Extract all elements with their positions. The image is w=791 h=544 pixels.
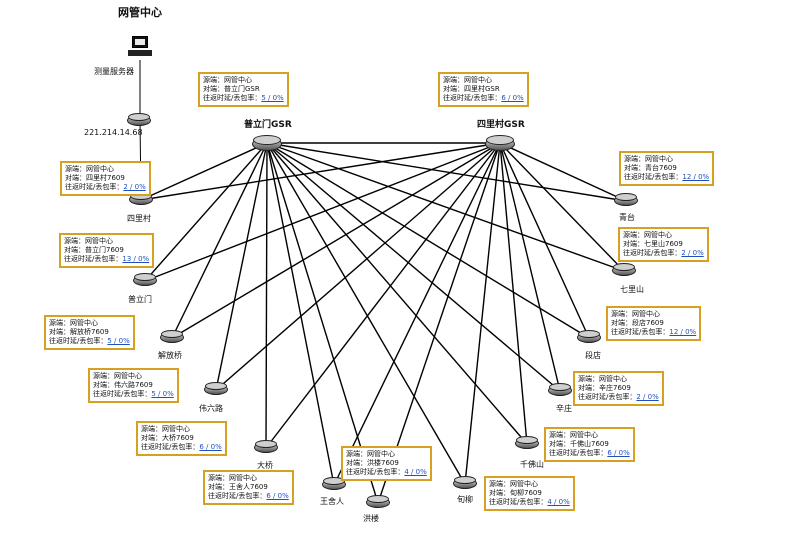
link-c1-n10 xyxy=(266,142,561,392)
link-c2-n3 xyxy=(171,142,501,339)
router-n4[interactable] xyxy=(204,382,228,397)
node-label-n3: 解放桥 xyxy=(158,351,182,360)
link-c2-n4 xyxy=(215,142,501,391)
info-box-n10: 源端：网管中心对端：辛庄7609 往返时延/丢包率：2 / 0% xyxy=(573,371,664,406)
node-label-n4: 伟六路 xyxy=(199,404,223,413)
router-n9[interactable] xyxy=(515,436,539,451)
node-label-n8: 旬柳 xyxy=(457,495,473,504)
link-c1-n1 xyxy=(140,142,268,201)
link-c1-n3 xyxy=(171,142,268,339)
node-label-n10: 辛庄 xyxy=(556,404,572,413)
metric-link[interactable]: 6 / 0% xyxy=(607,449,630,457)
link-c1-n2 xyxy=(144,142,268,282)
metric-link[interactable]: 2 / 0% xyxy=(681,249,704,257)
router-n7[interactable] xyxy=(366,495,390,510)
server-icon xyxy=(128,36,152,58)
metric-link[interactable]: 4 / 0% xyxy=(404,468,427,476)
node-label-n7: 洪楼 xyxy=(363,514,379,523)
node-label-n6: 王舍人 xyxy=(320,497,344,506)
page-title: 网管中心 xyxy=(118,6,162,19)
router-n3[interactable] xyxy=(160,330,184,345)
link-c2-n12 xyxy=(499,142,625,272)
metric-link[interactable]: 2 / 0% xyxy=(636,393,659,401)
metric-link[interactable]: 2 / 0% xyxy=(123,183,146,191)
info-box-n9: 源端：网管中心对端：千佛山7609 往返时延/丢包率：6 / 0% xyxy=(544,427,635,462)
core-router-c2[interactable] xyxy=(485,135,515,153)
link-c1-n6 xyxy=(266,142,335,486)
server-label: 测量服务器 xyxy=(94,67,134,76)
info-box-n6: 源端：网管中心对端：王舍人7609 往返时延/丢包率：6 / 0% xyxy=(203,470,294,505)
metric-link[interactable]: 5 / 0% xyxy=(107,337,130,345)
core-router-c1[interactable] xyxy=(252,135,282,153)
link-c2-n6 xyxy=(333,142,501,486)
metric-link[interactable]: 6 / 0% xyxy=(199,443,222,451)
info-box-n7: 源端：网管中心对端：洪楼7609 往返时延/丢包率：4 / 0% xyxy=(341,446,432,481)
link-c1-n12 xyxy=(266,142,625,272)
link-c2-n2 xyxy=(144,142,501,282)
metric-link[interactable]: 5 / 0% xyxy=(151,390,174,398)
metric-link[interactable]: 12 / 0% xyxy=(669,328,697,336)
metric-link[interactable]: 12 / 0% xyxy=(682,173,710,181)
link-c2-n5 xyxy=(265,142,501,449)
link-c2-n7 xyxy=(377,142,501,504)
metric-link[interactable]: 13 / 0% xyxy=(122,255,150,263)
link-c1-n8 xyxy=(266,142,466,485)
router-n12[interactable] xyxy=(612,263,636,278)
link-c1-n4 xyxy=(215,142,268,391)
info-box-n3: 源端：网管中心对端：解放桥7609 往返时延/丢包率：5 / 0% xyxy=(44,315,135,350)
metric-link[interactable]: 6 / 0% xyxy=(266,492,289,500)
info-box-n13: 源端：网管中心对端：青台7609 往返时延/丢包率：12 / 0% xyxy=(619,151,715,186)
link-c1-n13 xyxy=(266,142,627,202)
node-label-n12: 七里山 xyxy=(620,285,644,294)
link-c1-n9 xyxy=(266,142,528,445)
info-box-n12: 源端：网管中心对端：七里山7609 往返时延/丢包率：2 / 0% xyxy=(618,227,709,262)
core-label-c2: 四里村GSR xyxy=(477,120,525,130)
router-n2[interactable] xyxy=(133,273,157,288)
link-c2-n11 xyxy=(499,142,590,339)
router-n10[interactable] xyxy=(548,383,572,398)
router-n8[interactable] xyxy=(453,476,477,491)
info-box-n4: 源端：网管中心对端：伟六路7609 往返时延/丢包率：5 / 0% xyxy=(88,368,179,403)
link-c2-n10 xyxy=(499,142,561,392)
router-n5[interactable] xyxy=(254,440,278,455)
info-box-n11: 源端：网管中心对端：段店7609 往返时延/丢包率：12 / 0% xyxy=(606,306,702,341)
node-label-n13: 青台 xyxy=(619,213,635,222)
link-c2-n9 xyxy=(499,142,528,445)
core-label-c1: 普立门GSR xyxy=(244,120,292,130)
node-label-n2: 普立门 xyxy=(128,295,152,304)
router-n11[interactable] xyxy=(577,330,601,345)
info-box-c2: 源端：网管中心对端：四里村GSR 往返时延/丢包率：6 / 0% xyxy=(438,72,529,107)
gateway-router-icon[interactable] xyxy=(127,113,151,128)
node-label-n5: 大桥 xyxy=(257,461,273,470)
info-box-n5: 源端：网管中心对端：大桥7609 往返时延/丢包率：6 / 0% xyxy=(136,421,227,456)
link-c1-n5 xyxy=(265,142,268,449)
link-c2-n8 xyxy=(464,142,501,485)
node-label-n1: 四里村 xyxy=(127,214,151,223)
server-ip: 221.214.14.68 xyxy=(84,128,143,137)
info-box-n1: 源端：网管中心对端：四里村7609 往返时延/丢包率：2 / 0% xyxy=(60,161,151,196)
link-c2-n1 xyxy=(140,142,501,201)
metric-link[interactable]: 6 / 0% xyxy=(501,94,524,102)
metric-link[interactable]: 5 / 0% xyxy=(261,94,284,102)
info-box-n2: 源端：网管中心对端：普立门7609 往返时延/丢包率：13 / 0% xyxy=(59,233,155,268)
router-n6[interactable] xyxy=(322,477,346,492)
info-box-c1: 源端：网管中心对端：普立门GSR 往返时延/丢包率：5 / 0% xyxy=(198,72,289,107)
info-box-n8: 源端：网管中心对端：旬柳7609 往返时延/丢包率：4 / 0% xyxy=(484,476,575,511)
router-n13[interactable] xyxy=(614,193,638,208)
link-c1-n7 xyxy=(266,142,379,504)
link-c1-n11 xyxy=(266,142,590,339)
node-label-n9: 千佛山 xyxy=(520,460,544,469)
link-c2-n13 xyxy=(499,142,627,202)
node-label-n11: 段店 xyxy=(585,351,601,360)
metric-link[interactable]: 4 / 0% xyxy=(547,498,570,506)
